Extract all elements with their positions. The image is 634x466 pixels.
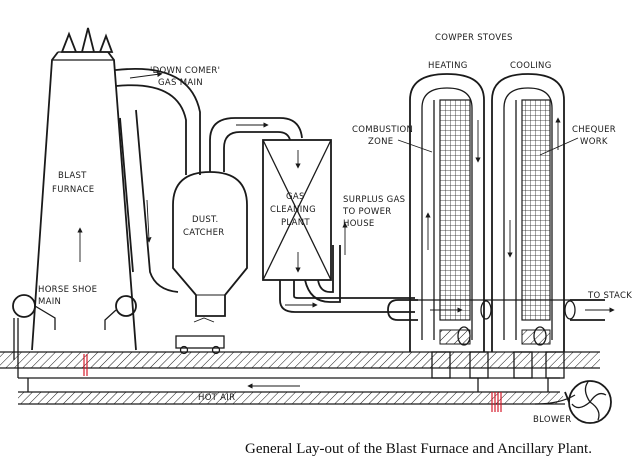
zone-label: ZONE — [368, 137, 393, 147]
plant-label: PLANT — [281, 218, 310, 228]
stack-main: TO STACK — [387, 291, 632, 321]
ground — [0, 351, 600, 369]
stove-valves — [431, 326, 565, 392]
cooling-stove — [491, 73, 565, 352]
gas-main-label: GAS MAIN — [158, 78, 203, 88]
gas-pipe-to-cleaner — [209, 117, 303, 172]
horse-shoe-label: HORSE SHOE — [38, 285, 97, 295]
catcher-label: CATCHER — [183, 228, 225, 238]
blower-label: BLOWER — [533, 415, 571, 425]
combustion-label: COMBUSTION — [352, 125, 413, 135]
house-label: HOUSE — [343, 219, 375, 229]
heating-label: HEATING — [428, 61, 468, 71]
clean-gas-main: SURPLUS GAS TO POWER HOUSE — [279, 195, 415, 313]
work-label: WORK — [580, 137, 608, 147]
main-label: MAIN — [38, 297, 61, 307]
blower: BLOWER — [533, 380, 612, 425]
hot-air-label: HOT AIR — [198, 393, 235, 403]
heating-stove — [409, 73, 485, 352]
to-stack-label: TO STACK — [587, 291, 632, 301]
blast-label: BLAST — [58, 171, 87, 181]
down-comer-label: 'DOWN COMER' — [150, 66, 220, 76]
cleaning-label: CLEANING — [270, 205, 316, 215]
gas-cleaning-plant: GAS CLEANING PLANT — [262, 139, 332, 281]
down-comer-gas-main: 'DOWN COMER' GAS MAIN — [114, 66, 220, 293]
gas-label: GAS — [286, 192, 305, 202]
chequer-label: CHEQUER — [572, 125, 616, 135]
cowper-stoves-label: COWPER STOVES — [435, 33, 513, 43]
surplus-gas-label: SURPLUS GAS — [343, 195, 405, 205]
furnace-label: FURNACE — [52, 185, 94, 195]
blast-furnace: BLAST FURNACE — [31, 27, 137, 351]
figure-caption: General Lay-out of the Blast Furnace and… — [245, 441, 592, 457]
red-markers — [83, 354, 502, 412]
to-power-label: TO POWER — [342, 207, 391, 217]
horse-shoe-main: HORSE SHOE MAIN — [12, 285, 137, 378]
dust-catcher: DUST. CATCHER — [172, 171, 248, 355]
dust-label: DUST. — [192, 215, 219, 225]
cooling-label: COOLING — [510, 61, 552, 71]
